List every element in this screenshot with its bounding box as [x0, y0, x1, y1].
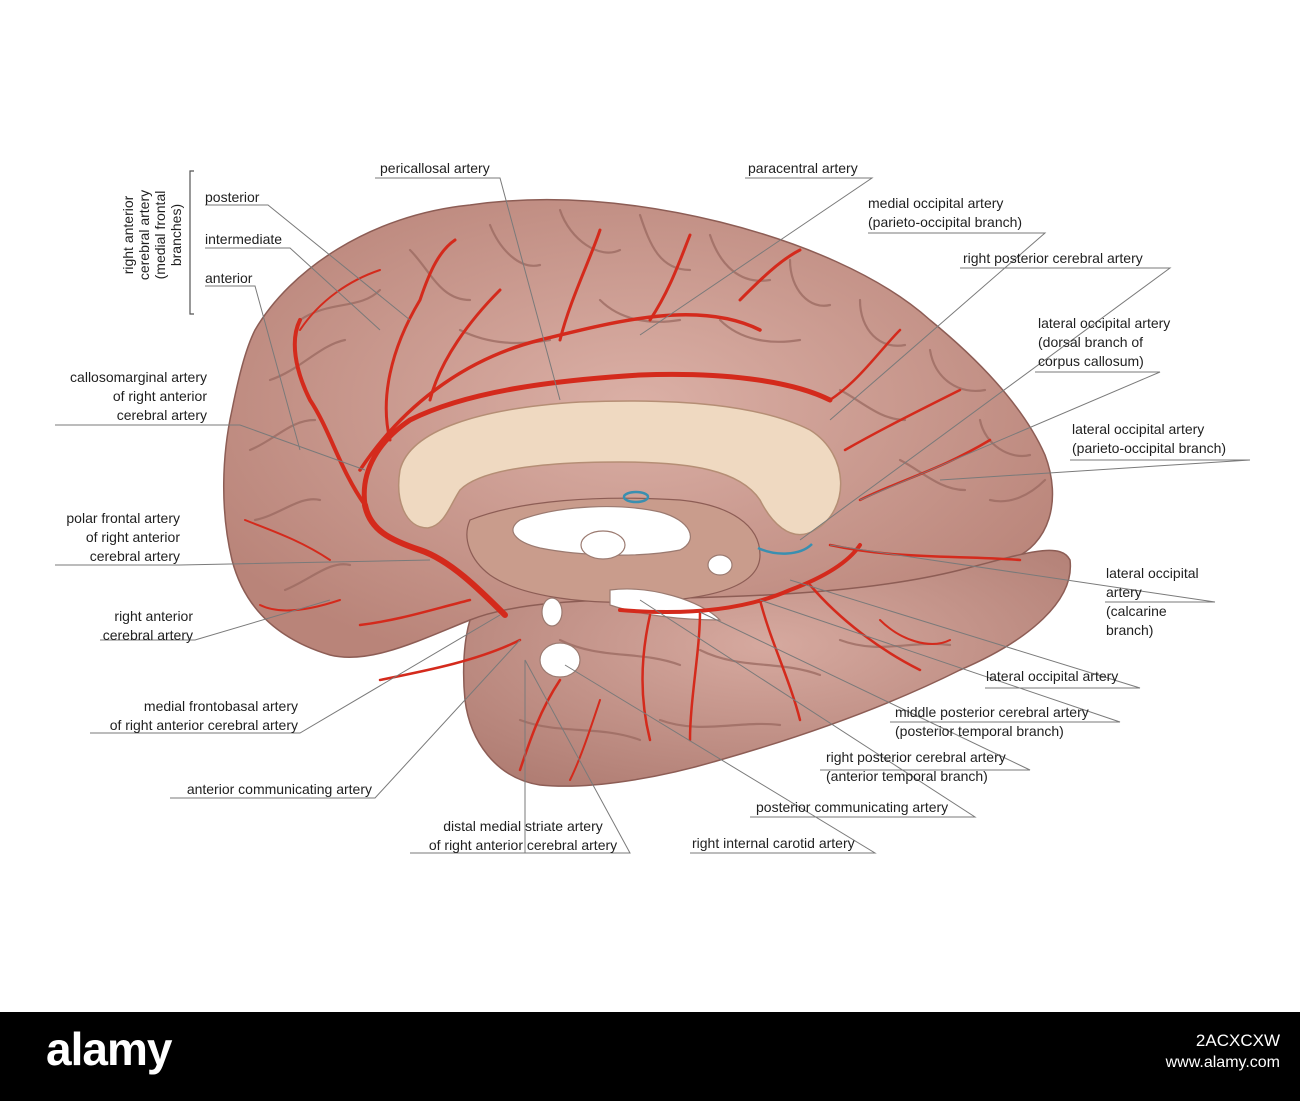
label-lateral-occipital-parieto: lateral occipital artery (parieto-occipi…: [1072, 420, 1226, 458]
label-line: paracentral artery: [748, 160, 858, 176]
label-right-posterior-cerebral-temporal: right posterior cerebral artery (anterio…: [826, 748, 1006, 786]
label-line: right posterior cerebral artery: [963, 250, 1143, 266]
group-label-line: cerebral artery: [136, 189, 152, 281]
label-medial-occipital-artery: medial occipital artery (parieto-occipit…: [868, 194, 1022, 232]
label-line: cerebral artery: [116, 407, 207, 423]
label-line: (parieto-occipital branch): [1072, 440, 1227, 456]
label-line: callosomarginal artery: [70, 369, 207, 385]
label-line: (posterior temporal branch): [895, 723, 1064, 739]
label-line: (calcarine: [1106, 603, 1167, 619]
label-intermediate: intermediate: [205, 230, 282, 249]
label-pericallosal-artery: pericallosal artery: [380, 159, 490, 178]
label-line: lateral occipital: [1106, 565, 1199, 581]
label-paracentral-artery: paracentral artery: [748, 159, 858, 178]
label-medial-frontobasal-artery: medial frontobasal artery of right anter…: [110, 697, 298, 735]
label-line: (anterior temporal branch): [826, 768, 988, 784]
label-line: posterior: [205, 189, 260, 205]
label-lateral-occipital-calcarine: lateral occipital artery (calcarine bran…: [1106, 564, 1199, 640]
label-polar-frontal-artery: polar frontal artery of right anterior c…: [66, 509, 180, 566]
corpus-callosum: [398, 400, 842, 536]
label-line: lateral occipital artery: [1038, 315, 1171, 331]
arteries: [244, 228, 1022, 781]
footer-bar: [0, 1012, 1300, 1101]
label-line: of right anterior: [112, 388, 207, 404]
label-line: medial occipital artery: [868, 195, 1004, 211]
group-label-line: branches): [168, 203, 184, 267]
label-line: cerebral artery: [102, 627, 193, 643]
label-distal-medial-striate-artery: distal medial striate artery of right an…: [412, 817, 634, 855]
label-line: right internal carotid artery: [692, 835, 855, 851]
label-right-posterior-cerebral-artery: right posterior cerebral artery: [963, 249, 1143, 268]
label-line: anterior communicating artery: [186, 781, 372, 797]
label-line: lateral occipital artery: [986, 668, 1119, 684]
hemisphere: [222, 199, 1072, 787]
label-anterior-communicating-artery: anterior communicating artery: [187, 780, 372, 799]
label-line: (dorsal branch of: [1038, 334, 1144, 350]
label-line: right posterior cerebral artery: [826, 749, 1006, 765]
label-anterior: anterior: [205, 269, 252, 288]
label-lateral-occipital-dorsal: lateral occipital artery (dorsal branch …: [1038, 314, 1170, 371]
leader-lines: [55, 177, 1251, 854]
label-line: posterior communicating artery: [756, 799, 949, 815]
label-line: distal medial striate artery: [443, 818, 603, 834]
label-posterior: posterior: [205, 188, 259, 207]
image-id: 2ACXCXW: [1195, 1031, 1280, 1050]
label-line: of right anterior cerebral artery: [109, 717, 298, 733]
temporal-lobe: [462, 549, 1072, 787]
label-line: right anterior: [114, 608, 193, 624]
label-middle-posterior-cerebral-artery: middle posterior cerebral artery (poster…: [895, 703, 1089, 741]
group-bracket: [189, 170, 194, 315]
group-label-line: right anterior: [120, 195, 136, 275]
group-label: right anterior cerebral artery (medial f…: [120, 165, 184, 305]
label-line: middle posterior cerebral artery: [895, 704, 1089, 720]
label-line: polar frontal artery: [66, 510, 180, 526]
label-line: medial frontobasal artery: [143, 698, 298, 714]
ventricle-markers: [622, 490, 813, 555]
label-line: (parieto-occipital branch): [868, 214, 1023, 230]
label-line: pericallosal artery: [380, 160, 490, 176]
label-line: of right anterior: [85, 529, 180, 545]
image-reference: 2ACXCXW www.alamy.com: [1166, 1030, 1280, 1074]
label-lateral-occipital-artery: lateral occipital artery: [986, 667, 1118, 686]
label-line: cerebral artery: [89, 548, 180, 564]
label-right-anterior-cerebral-artery: right anterior cerebral artery: [103, 607, 193, 645]
label-line: branch): [1106, 622, 1154, 638]
label-right-internal-carotid-artery: right internal carotid artery: [692, 834, 855, 853]
brain-illustration: [55, 177, 1251, 854]
label-line: artery: [1106, 584, 1142, 600]
label-callosomarginal-artery: callosomarginal artery of right anterior…: [70, 368, 207, 425]
label-line: corpus callosum): [1038, 353, 1144, 369]
label-posterior-communicating-artery: posterior communicating artery: [756, 798, 948, 817]
label-line: anterior: [205, 270, 253, 286]
label-line: intermediate: [205, 231, 283, 247]
brand-logo: alamy: [46, 1023, 172, 1075]
label-line: lateral occipital artery: [1072, 421, 1205, 437]
site-url: www.alamy.com: [1165, 1054, 1280, 1071]
group-label-line: (medial frontal: [152, 190, 168, 280]
label-line: of right anterior cerebral artery: [428, 837, 618, 853]
